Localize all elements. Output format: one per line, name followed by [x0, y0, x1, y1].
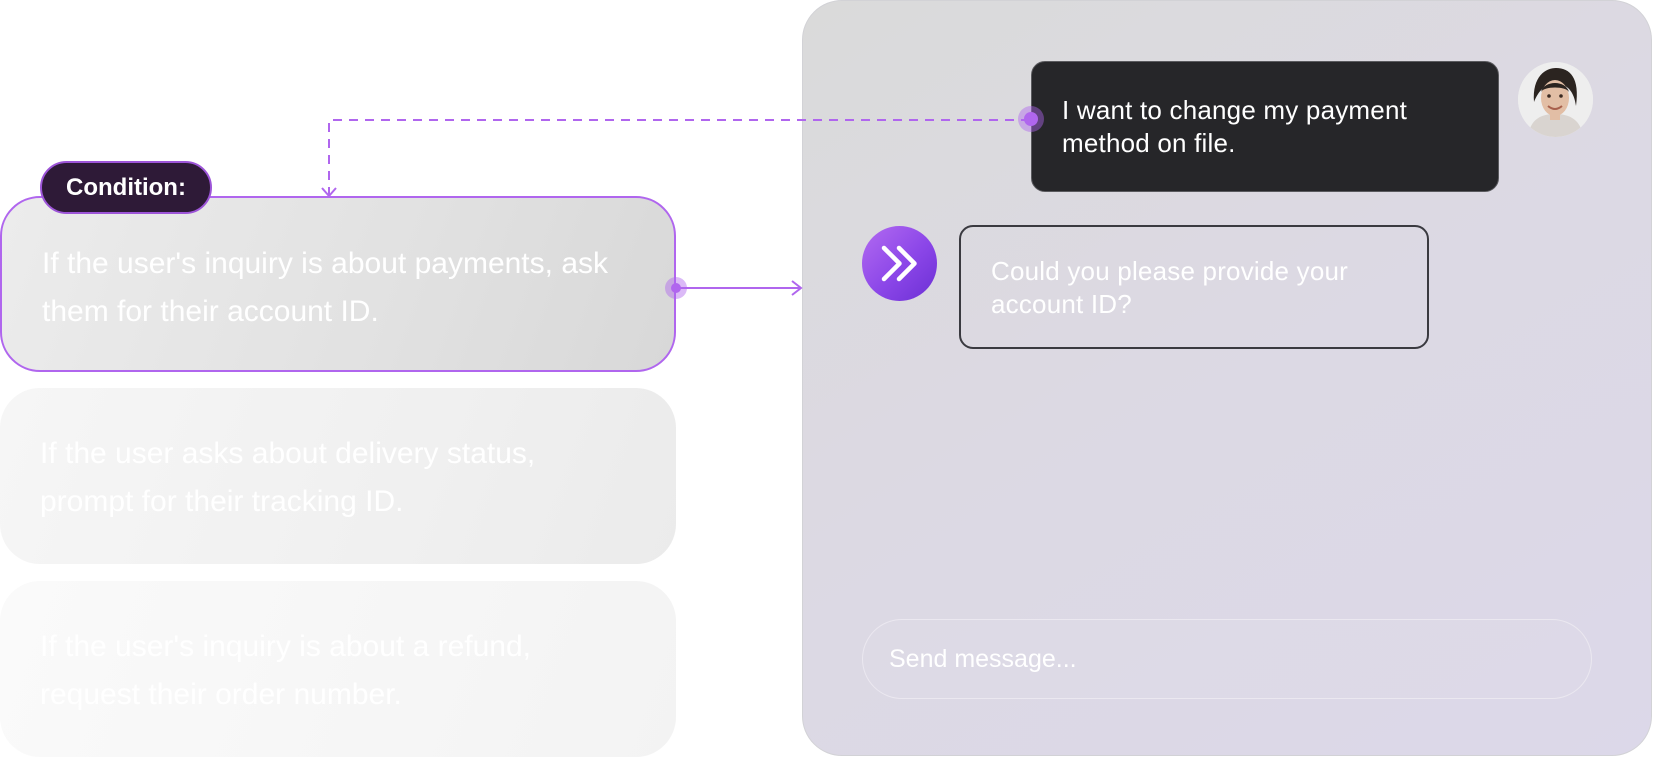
condition-card-text: If the user's inquiry is about a refund,…: [40, 630, 532, 711]
user-message-bubble: I want to change my payment method on fi…: [1031, 61, 1499, 192]
user-message-text: I want to change my payment method on fi…: [1062, 95, 1408, 158]
chat-panel: I want to change my payment method on fi…: [802, 0, 1652, 756]
message-input[interactable]: [887, 643, 1567, 675]
condition-card-text: If the user's inquiry is about payments,…: [42, 247, 609, 328]
bot-avatar: [862, 226, 937, 301]
condition-card-delivery[interactable]: If the user asks about delivery status, …: [0, 388, 676, 564]
message-input-wrapper[interactable]: [862, 619, 1592, 699]
bot-message-text: Could you please provide your account ID…: [991, 256, 1349, 319]
condition-label: Condition:: [40, 161, 212, 214]
condition-card-refund[interactable]: If the user's inquiry is about a refund,…: [0, 581, 676, 757]
bot-message-bubble: Could you please provide your account ID…: [959, 225, 1429, 349]
condition-card-text: If the user asks about delivery status, …: [40, 437, 536, 518]
solid-connector-arrowhead: [791, 280, 803, 296]
condition-card-payments[interactable]: If the user's inquiry is about payments,…: [0, 196, 676, 372]
dashed-connector-arrowhead: [321, 187, 337, 198]
user-avatar-icon: [1518, 62, 1593, 137]
double-chevron-right-icon: [881, 245, 917, 282]
user-avatar: [1518, 62, 1593, 137]
